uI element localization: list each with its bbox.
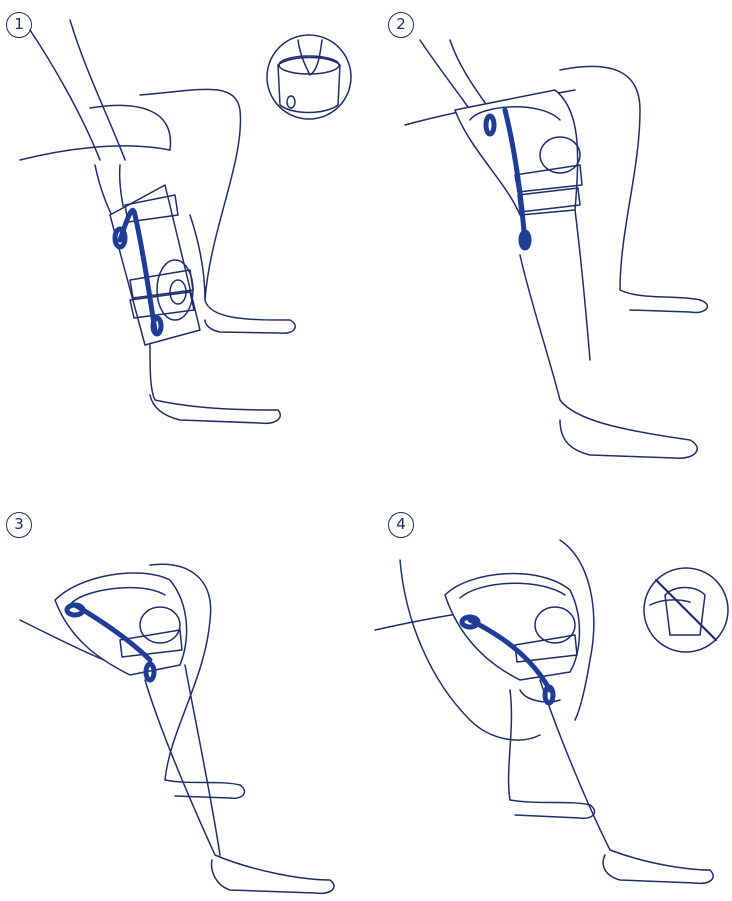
- prohibited-pulling-icon: [644, 568, 728, 652]
